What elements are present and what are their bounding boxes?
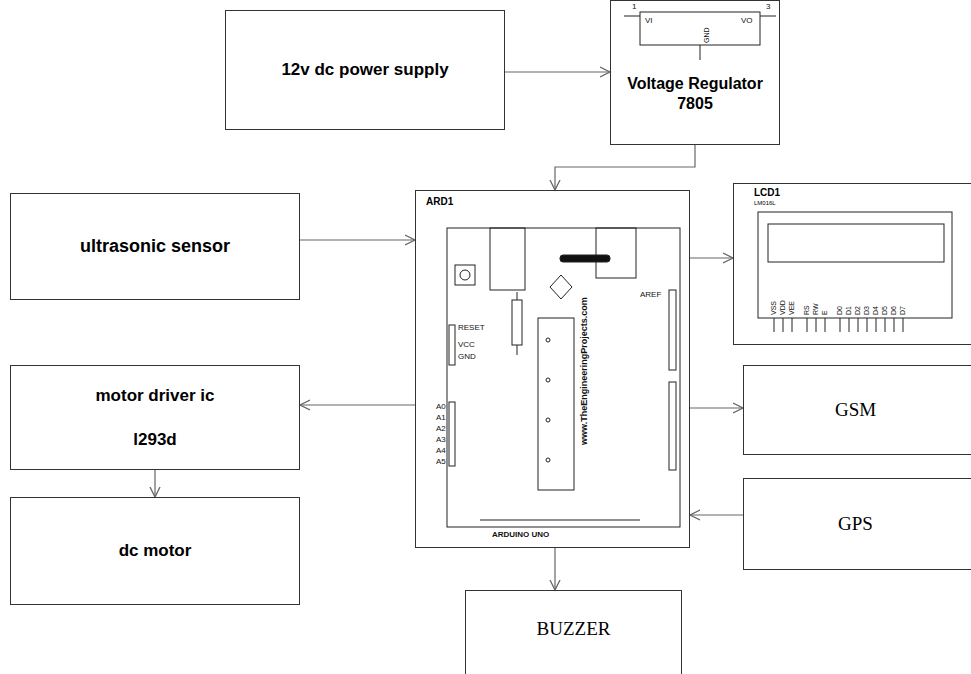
board-label: www.TheEngineeringProjects.com [580,297,589,445]
box-label: GPS [838,512,873,536]
pin-label: D0 [836,306,843,315]
box-label: Voltage Regulator 7805 [615,74,775,114]
pin-label: GND [703,27,710,43]
pin-label: RW [812,303,819,315]
pin-label: D4 [872,306,879,315]
pin-label: VSS [770,301,777,315]
box-label: GSM [835,398,876,422]
box-label: ultrasonic sensor [80,235,230,258]
board-label: A0 [436,403,446,411]
sensor-box: ultrasonic sensor [10,193,300,300]
connector-arrow [690,407,743,408]
gps-box: GPS [743,478,971,570]
pin-label: D1 [845,306,852,315]
box-label: 12v dc power supply [281,59,448,80]
box-label: ARD1 [426,196,453,209]
connector-arrow [300,404,415,405]
arduino-board [447,228,680,527]
connector-arrow [505,71,610,72]
box-label: dc motor [119,540,192,561]
pin-label: D6 [890,306,897,315]
pin-label: D2 [854,306,861,315]
pin-label: D7 [899,306,906,315]
pin-label: E [821,310,828,315]
pin-label: D3 [863,306,870,315]
connector-arrow [300,239,415,240]
board-label: A3 [436,436,446,444]
box-label: motor driver ic [95,385,214,406]
board-label: AREF [640,291,661,299]
pin-label: 3 [766,3,770,11]
power-box: 12v dc power supply [225,10,505,130]
board-label: VCC [458,341,475,349]
connector-arrow [690,514,743,515]
buzzer-box: BUZZER [465,590,682,674]
gsm-box: GSM [743,365,971,455]
lcd-box: LCD1LM016L [733,183,971,345]
connector-arrow [154,470,155,497]
motor-box: dc motor [10,497,300,605]
board-label: ARDUINO UNO [492,531,549,539]
pin-label: VO [741,17,753,25]
board-label: GND [458,353,476,361]
regulator-symbol [624,12,776,60]
box-label: LCD1 [754,187,780,200]
box-label: l293d [133,429,176,450]
board-label: RESET [458,324,485,332]
pin-label: VDD [779,300,786,315]
pin-label: 1 [632,3,636,11]
driver-box: motor driver ic l293d [10,365,300,470]
lcd-display [758,212,952,332]
regulator-box: Voltage Regulator 7805 [610,0,780,145]
arduino-box: ARD1 [415,190,690,548]
pin-label: D5 [881,306,888,315]
board-label: A1 [436,414,446,422]
board-label: A4 [436,447,446,455]
connector-arrow [690,257,733,258]
connector-arrow [555,145,695,190]
box-label: BUZZER [537,617,611,641]
pin-label: VI [645,17,653,25]
board-label: A5 [436,458,446,466]
connector-arrow [554,548,555,590]
pin-label: VEE [788,301,795,315]
box-label: LM016L [754,200,776,208]
board-label: A2 [436,425,446,433]
pin-label: RS [803,305,810,315]
